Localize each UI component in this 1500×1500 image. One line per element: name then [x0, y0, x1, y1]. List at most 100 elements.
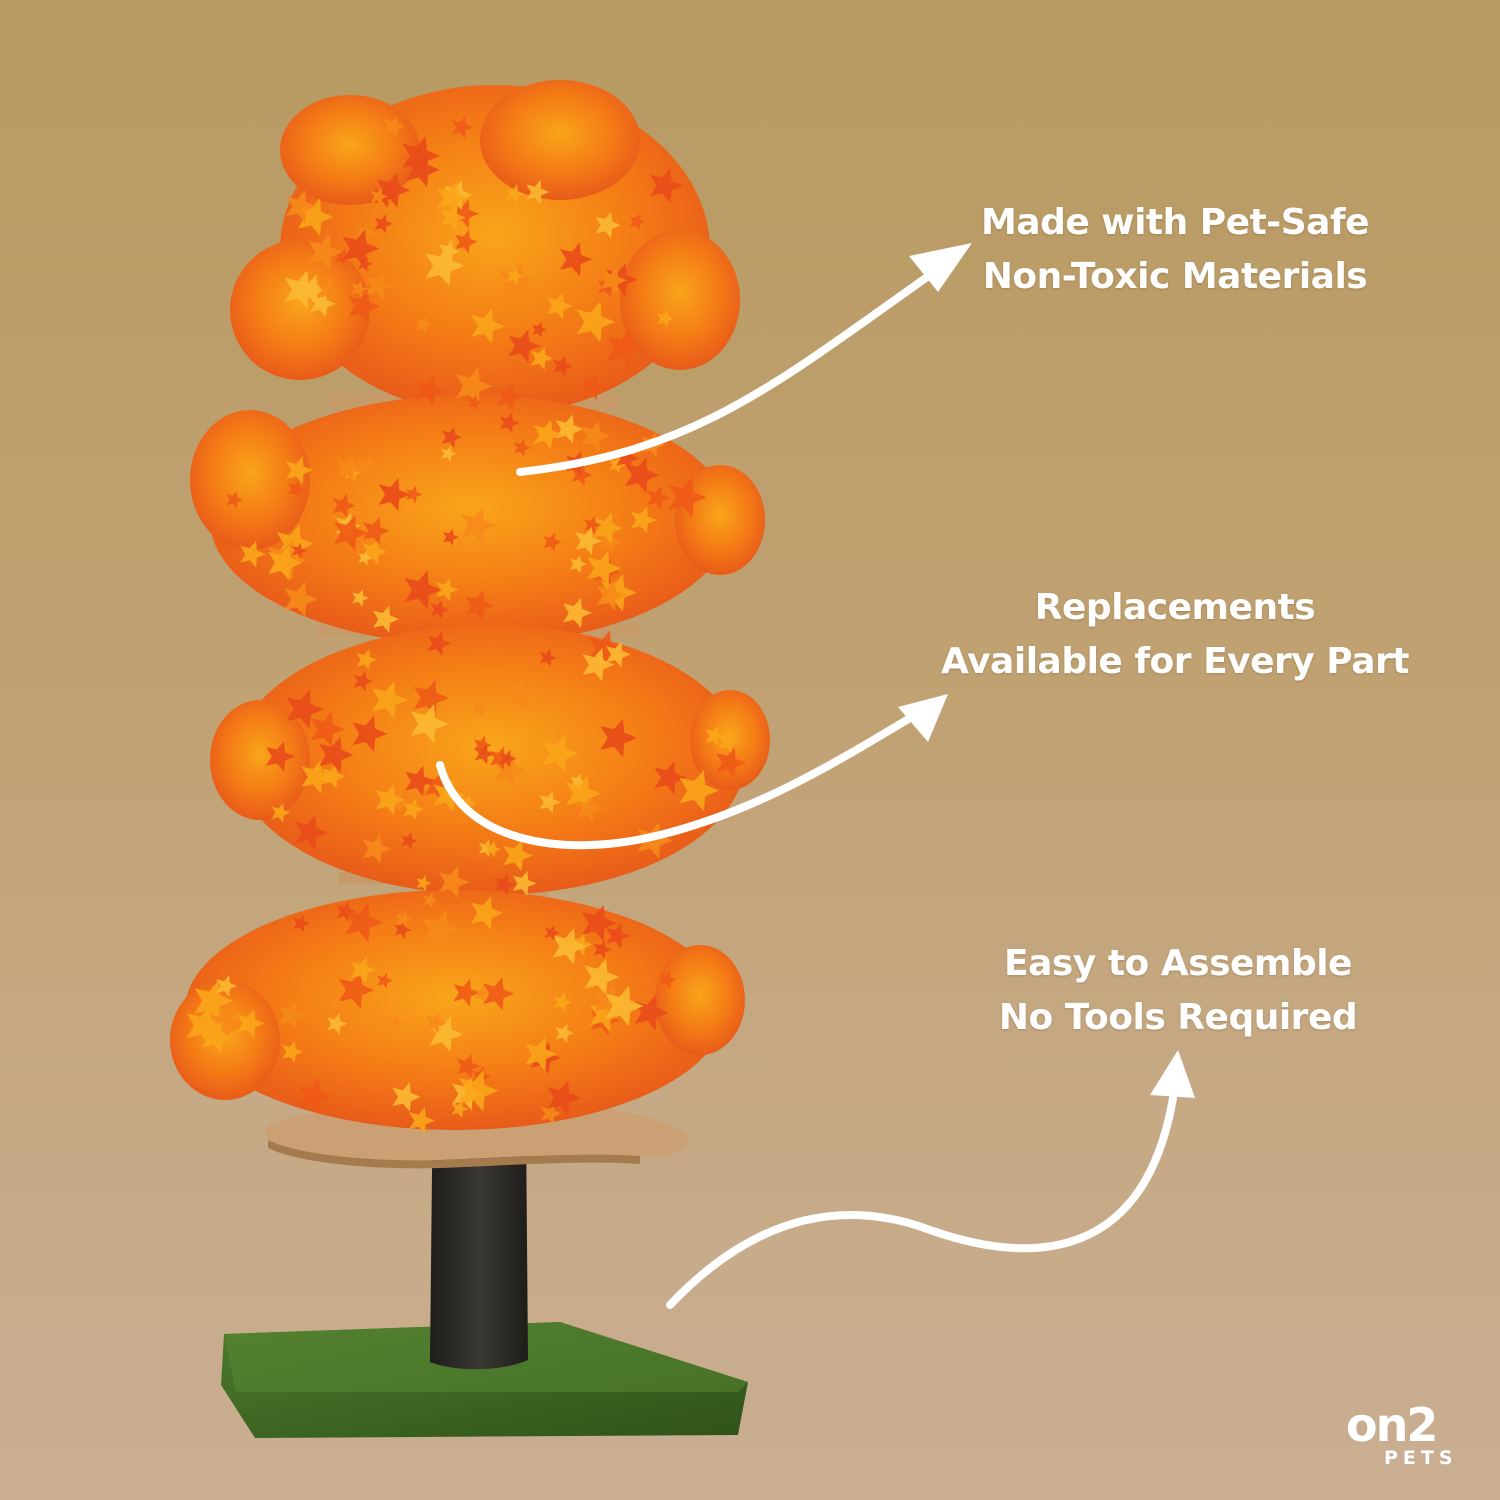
maple-leaf [392, 1082, 421, 1112]
maple-leaf [581, 420, 610, 452]
maple-leaf [286, 190, 317, 223]
maple-leaf [415, 374, 445, 406]
foliage-cluster [480, 80, 640, 200]
maple-leaf [584, 515, 602, 535]
brand-logo-mark: on2 [1346, 1398, 1438, 1452]
maple-leaf [422, 892, 439, 909]
maple-leaf [478, 839, 496, 858]
maple-leaf [356, 649, 377, 671]
maple-leaf [443, 528, 459, 546]
maple-leaf [634, 994, 669, 1031]
maple-leaf [593, 940, 612, 959]
maple-leaf [526, 179, 550, 205]
maple-leaf [298, 1079, 332, 1115]
maple-leaf [451, 199, 479, 228]
maple-leaf [474, 985, 490, 1002]
maple-leaf [456, 367, 493, 406]
maple-leaf [372, 681, 408, 719]
maple-leaf [596, 579, 627, 611]
maple-leaf [430, 600, 449, 619]
maple-leaf [471, 308, 505, 344]
maple-leaf [405, 765, 435, 797]
maple-leaf [351, 280, 368, 298]
maple-leaf [348, 290, 380, 324]
maple-leaf [308, 233, 343, 270]
maple-leaf [435, 577, 459, 602]
maple-leaf [336, 454, 363, 483]
maple-leaf [647, 485, 670, 510]
callout-materials: Made with Pet-Safe Non-Toxic Materials [895, 196, 1455, 304]
maple-leaf [363, 516, 390, 545]
maple-leaf [483, 977, 515, 1011]
maple-leaf [439, 866, 470, 899]
maple-leaf [547, 1080, 581, 1116]
maple-leaf [496, 383, 524, 411]
maple-leaf [345, 902, 383, 943]
brand-logo: on2 PETS [1346, 1398, 1476, 1478]
maple-leaf [226, 491, 244, 509]
callout-materials-line-1: Made with Pet-Safe [980, 202, 1370, 243]
maple-leaf [563, 597, 593, 629]
maple-leaf [404, 570, 442, 610]
maple-leaf [422, 910, 461, 951]
callout-replacements-line-1: Replacements [1034, 587, 1316, 628]
maple-leaf [637, 822, 673, 859]
arrowhead-3 [1150, 1050, 1195, 1098]
maple-leaf [376, 172, 411, 208]
maple-leaf [427, 631, 452, 656]
arrowhead-2 [898, 694, 948, 742]
maple-leaf [546, 292, 573, 320]
maple-leaf [595, 211, 621, 239]
maple-leaf [539, 648, 557, 667]
maple-leaf [394, 921, 412, 939]
maple-leaf [425, 1011, 447, 1034]
maple-leaf [657, 309, 674, 328]
maple-leaf [378, 477, 411, 512]
maple-leaf [530, 346, 554, 371]
maple-leaf [575, 526, 603, 556]
maple-leaf [593, 512, 624, 544]
maple-leaf [291, 543, 307, 559]
maple-leaf [606, 923, 631, 949]
maple-leaf [352, 715, 388, 753]
maple-leaf [582, 904, 617, 942]
maple-leaf [553, 993, 572, 1012]
maple-leaf [582, 647, 615, 682]
maple-leaf [587, 550, 622, 586]
maple-leaf [489, 746, 513, 771]
maple-leaf [494, 873, 516, 896]
maple-leaf [353, 671, 373, 692]
maple-leaf [451, 1100, 469, 1118]
maple-leaf [425, 245, 465, 287]
maple-leaf [474, 743, 495, 765]
maple-leaf [584, 958, 620, 996]
maple-leaf [415, 315, 432, 334]
maple-leaf [453, 978, 480, 1007]
maple-leaf [271, 802, 291, 823]
foliage-cluster [620, 230, 740, 370]
maple-leaf [504, 677, 536, 711]
maple-leaf [332, 493, 356, 518]
maple-leaf [319, 736, 354, 774]
foliage-cluster [210, 700, 310, 820]
maple-leaf [473, 735, 492, 755]
maple-leaf [194, 980, 234, 1022]
maple-leaf [600, 266, 628, 295]
maple-leaf [503, 839, 534, 872]
maple-leaf [514, 439, 531, 457]
maple-leaf [362, 833, 392, 864]
maple-leaf [414, 679, 449, 717]
maple-leaf [460, 506, 497, 545]
maple-leaf [541, 1102, 562, 1125]
maple-leaf [679, 769, 719, 812]
arrow-1 [516, 264, 944, 476]
maple-leaf [441, 426, 463, 448]
maple-leaf [352, 589, 369, 607]
maple-leaf [375, 784, 406, 816]
maple-leaf [310, 711, 345, 747]
maple-leaf [437, 181, 469, 215]
maple-leaf [525, 1037, 558, 1071]
maple-leaf [350, 956, 377, 984]
maple-leaf [284, 581, 318, 617]
